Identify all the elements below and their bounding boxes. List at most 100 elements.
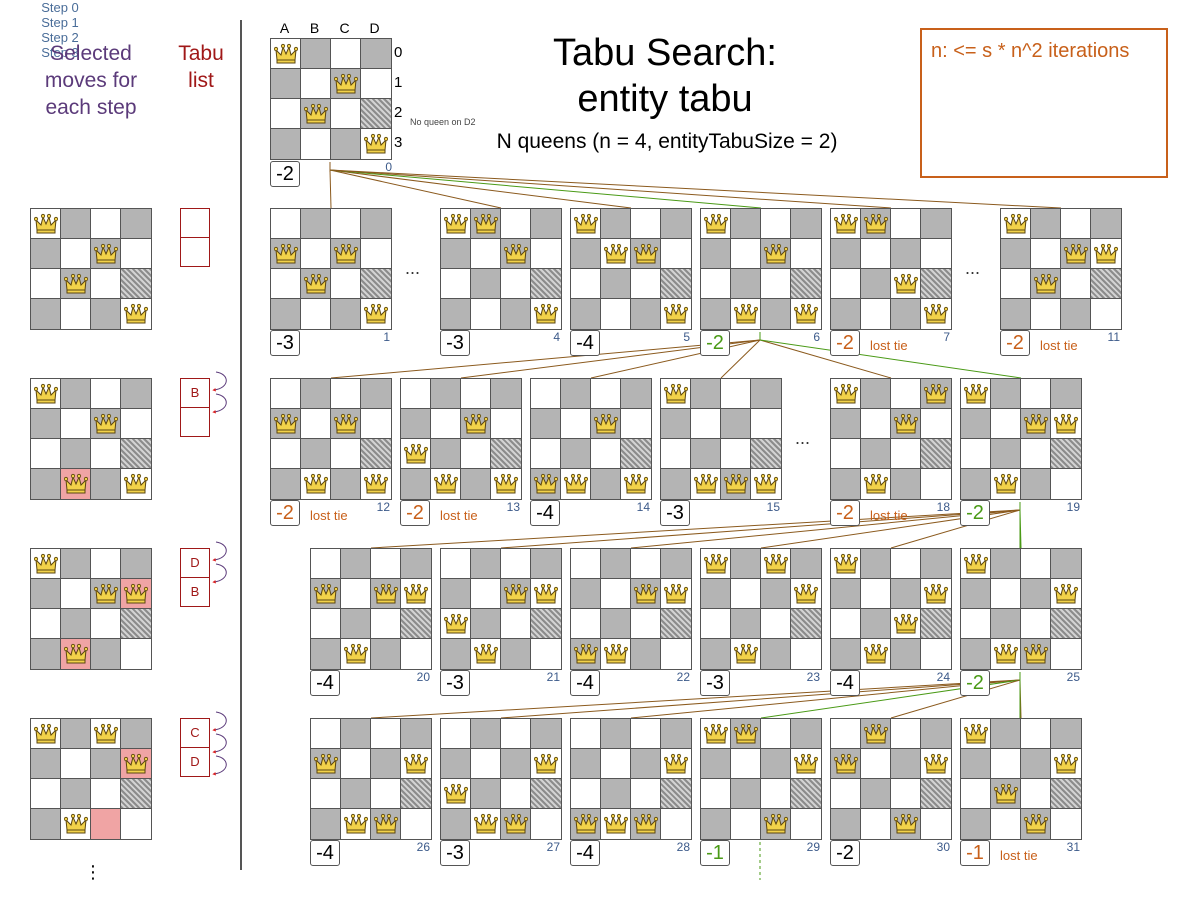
board-cell [571, 639, 601, 669]
board-cell [1051, 549, 1081, 579]
board-cell [831, 579, 861, 609]
queen-icon [33, 723, 58, 743]
board-cell [1091, 269, 1121, 299]
board-22-number: 22 [676, 670, 690, 684]
board-cell [701, 299, 731, 329]
board-cell [31, 719, 61, 749]
queen-icon [1033, 273, 1058, 293]
queen-icon [664, 303, 688, 324]
board-cell [121, 609, 151, 639]
queen-icon [924, 753, 948, 773]
board-cell [371, 719, 401, 749]
board-1-number: 1 [383, 330, 390, 344]
board-cell [631, 209, 661, 239]
board-cell [1031, 239, 1061, 269]
tabu-entry [180, 407, 210, 437]
tree-link [630, 679, 1021, 719]
board-29-number: 29 [806, 840, 820, 854]
board-cell [441, 639, 471, 669]
board-cell [1091, 299, 1121, 329]
board-cell [371, 639, 401, 669]
board-cell [1051, 639, 1081, 669]
board-cell [91, 209, 121, 239]
queen-icon [633, 243, 658, 263]
board-cell [961, 379, 991, 409]
board-27 [440, 718, 562, 840]
board-cell [301, 39, 331, 69]
queen-icon [313, 583, 338, 603]
board-cell [441, 549, 471, 579]
board-cell [1001, 269, 1031, 299]
board-cell [61, 439, 91, 469]
queen-icon [593, 413, 618, 433]
board-cell [491, 379, 521, 409]
queen-icon [313, 753, 338, 773]
queen-icon [563, 473, 588, 494]
queen-icon [664, 583, 688, 603]
board-11-number: 11 [1107, 330, 1120, 344]
board-cell [961, 409, 991, 439]
queen-icon [993, 473, 1018, 494]
board-cell [501, 749, 531, 779]
board-cell [91, 549, 121, 579]
board-cell [761, 809, 791, 839]
board-cell [471, 779, 501, 809]
board-cell [121, 209, 151, 239]
board-cell [361, 99, 391, 129]
board-cell [861, 639, 891, 669]
board-cell [361, 439, 391, 469]
board-cell [761, 209, 791, 239]
board-cell [491, 409, 521, 439]
board-cell [441, 609, 471, 639]
board-cell [571, 779, 601, 809]
board-cell [531, 549, 561, 579]
board-cell [121, 439, 151, 469]
board-cell [701, 579, 731, 609]
queen-icon [503, 243, 528, 263]
board-cell [961, 549, 991, 579]
board-cell [1091, 209, 1121, 239]
board-cell [721, 379, 751, 409]
board-cell [991, 379, 1021, 409]
board-cell [31, 409, 61, 439]
board-cell [661, 439, 691, 469]
board-cell [731, 579, 761, 609]
board-cell [531, 639, 561, 669]
board-cell [961, 579, 991, 609]
board-cell [311, 549, 341, 579]
board-cell [401, 409, 431, 439]
queen-icon [124, 583, 148, 603]
board-cell [301, 379, 331, 409]
queen-icon [1023, 813, 1048, 834]
board-cell [631, 299, 661, 329]
board-cell [661, 579, 691, 609]
board-cell [441, 579, 471, 609]
queen-icon [754, 473, 778, 494]
root-board [270, 38, 392, 160]
board-26-number: 26 [416, 840, 430, 854]
root-board-number: 0 [385, 160, 392, 174]
board-cell [731, 809, 761, 839]
tree-link [370, 509, 1021, 549]
board-cell [761, 239, 791, 269]
queen-icon [733, 723, 758, 743]
board-28 [570, 718, 692, 840]
queen-icon [273, 43, 298, 63]
board-24 [830, 548, 952, 670]
board-cell [791, 719, 821, 749]
board-cell [791, 239, 821, 269]
queen-icon [404, 753, 428, 773]
board-cell [61, 639, 91, 669]
board-cell [701, 749, 731, 779]
queen-icon [364, 303, 388, 324]
queen-icon [963, 723, 988, 743]
board-cell [341, 579, 371, 609]
board-cell [361, 239, 391, 269]
board-cell [751, 379, 781, 409]
board-30-number: 30 [936, 840, 950, 854]
board-cell [891, 379, 921, 409]
board-cell [91, 639, 121, 669]
board-cell [501, 269, 531, 299]
